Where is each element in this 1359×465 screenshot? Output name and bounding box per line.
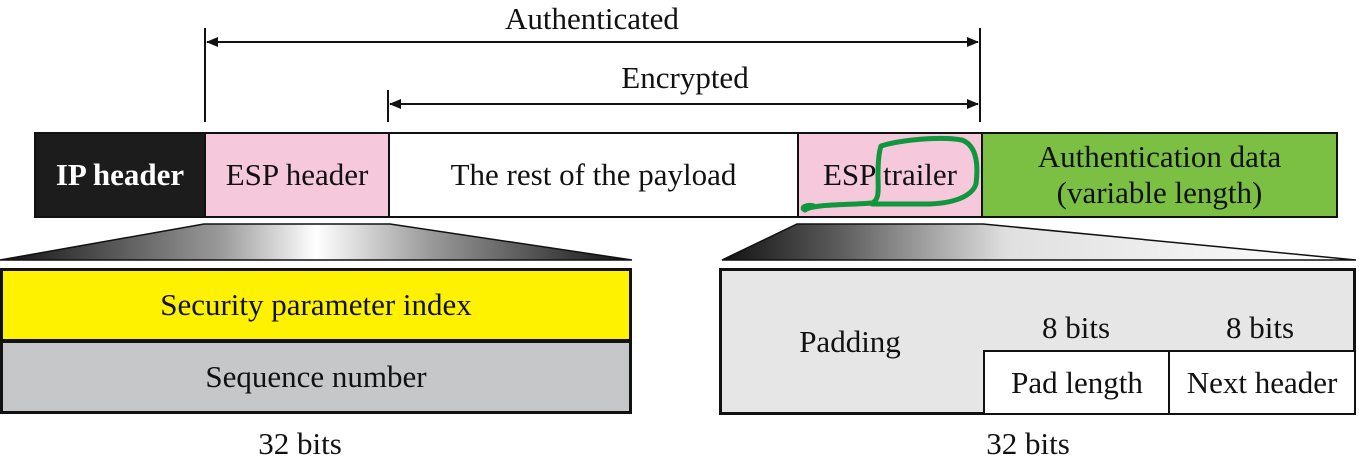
payload-field: The rest of the payload xyxy=(388,132,799,218)
authenticated-bracket xyxy=(204,28,981,122)
esp-trailer-label: ESP trailer xyxy=(822,157,958,193)
authentication-data-field: Authentication data (variable length) xyxy=(981,132,1338,218)
esp-header-field: ESP header xyxy=(204,132,390,218)
esp-trailer-field: ESP trailer xyxy=(797,132,983,218)
esp-header-width-label: 32 bits xyxy=(258,426,342,461)
next-header-bits-label: 8 bits xyxy=(1225,310,1295,345)
ip-header-label: IP header xyxy=(55,157,185,193)
encrypted-label: Encrypted xyxy=(621,60,749,95)
authentication-data-label: Authentication data xyxy=(1037,139,1282,175)
authenticated-label: Authenticated xyxy=(505,1,679,36)
pad-length-bits-label: 8 bits xyxy=(1041,310,1111,345)
esp-trailer-expansion-wedge xyxy=(721,223,1357,261)
pad-length-label: Pad length xyxy=(1011,364,1143,400)
encrypted-bracket xyxy=(387,90,979,122)
padding-label: Padding xyxy=(799,324,901,359)
esp-header-label: ESP header xyxy=(225,157,369,193)
payload-label: The rest of the payload xyxy=(450,157,737,193)
authentication-data-sublabel: (variable length) xyxy=(1056,175,1263,210)
sequence-number-field: Sequence number xyxy=(0,340,632,414)
expansion-wedges xyxy=(0,223,1357,261)
esp-header-expansion-wedge xyxy=(0,223,633,261)
esp-trailer-width-label: 32 bits xyxy=(986,426,1070,461)
ip-header-field: IP header xyxy=(34,132,206,218)
next-header-field: Next header xyxy=(1168,350,1356,415)
scope-arrows xyxy=(204,28,981,122)
pad-length-field: Pad length xyxy=(983,350,1171,415)
next-header-label: Next header xyxy=(1186,364,1338,400)
security-parameter-index-field: Security parameter index xyxy=(0,268,632,342)
sequence-number-label: Sequence number xyxy=(205,359,427,395)
spi-label: Security parameter index xyxy=(160,287,472,323)
